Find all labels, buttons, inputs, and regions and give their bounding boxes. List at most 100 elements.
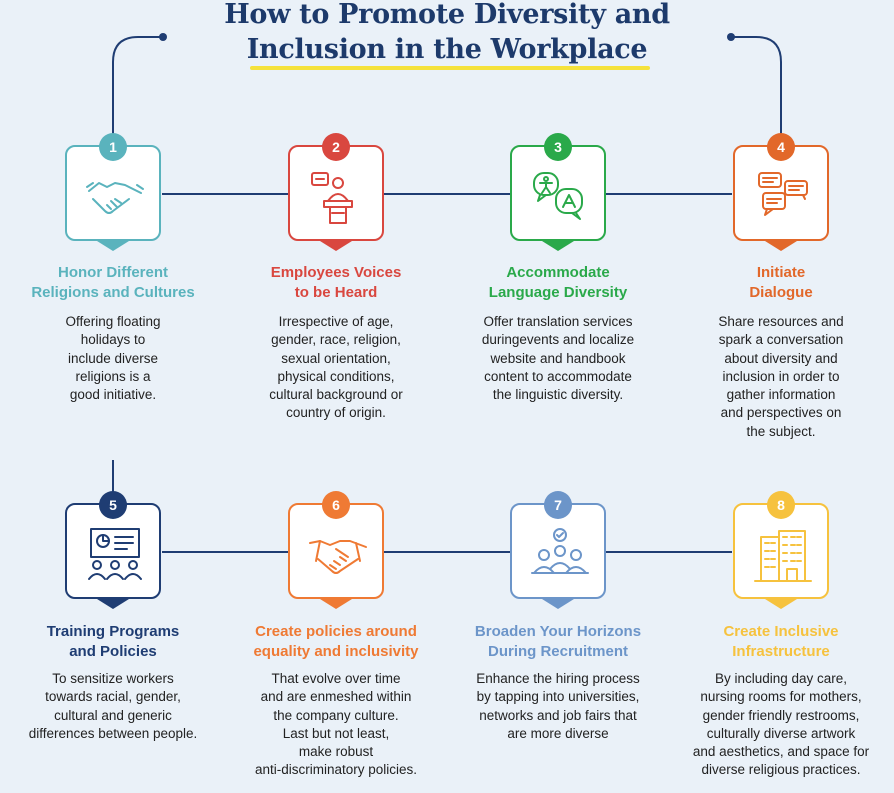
step-heading-line: Initiate [756,264,806,281]
step-description: By including day care, nursing rooms for … [669,670,893,780]
step-description-line: nursing rooms for mothers, [700,689,862,705]
step-description-line: and aesthetics, and space for [692,744,870,760]
card-pointer [320,241,352,251]
step-description-line: Last but not least, [282,725,390,741]
recruitment-icon [531,528,589,574]
step-description-line: cultural and generic [54,707,172,723]
step-description: Irrespective of age,gender, race, religi… [224,313,448,423]
step-description: Share resources and spark a conversation a… [669,313,893,441]
step-description-line: religions is a [75,368,151,384]
step-number-badge: 2 [322,133,350,161]
step-description-line: by tapping into universities, [476,689,640,705]
building-icon [754,530,812,582]
card-pointer [320,599,352,609]
connector-hook-right [732,36,782,135]
step-card-4 [733,145,829,241]
step-description-line: content to accommodate [484,368,632,384]
step-description-line: spark a conversation [718,332,844,348]
step-heading-line: Employees Voices [270,264,402,281]
step-description-line: By including day care, [714,671,848,686]
step-heading-line: and Policies [69,643,157,660]
title-underline [250,66,650,70]
step-card-3 [510,145,606,241]
step-description-line: the subject. [746,423,816,439]
step-heading-line: Language Diversity [488,284,628,301]
step-description-line: inclusion in order to [722,368,840,384]
step-description: Enhance the hiring process by tapping int… [446,670,670,743]
connector-dot-right [727,33,735,41]
step-description-line: website and handbook [490,350,626,366]
step-description: Offering floating holidays to include dive… [1,313,225,404]
step-description-line: cultural background or [269,387,403,403]
card-pointer [765,241,797,251]
step-card-5 [65,503,161,599]
step-heading-line: Dialogue [749,284,813,301]
card-pointer [97,241,129,251]
step-description-line: good initiative. [69,387,157,403]
step-description-line: anti-discriminatory policies. [254,762,418,778]
step-heading-line: equality and inclusivity [253,643,419,660]
step-heading-line: Infrastructure [732,643,830,660]
step-heading-line: Broaden Your Horizons [474,623,642,640]
step-card-2 [288,145,384,241]
step-heading-line: Create Inclusive [723,623,839,640]
step-description-line: physical conditions, [277,368,395,384]
step-description-line: and perspectives on [720,405,842,421]
step-description-line: the linguistic diversity. [492,387,624,403]
step-description-line: Irrespective of age, [278,314,394,329]
handshake-icon [86,182,144,214]
step-heading-line: Religions and Cultures [31,284,195,301]
step-number-badge: 1 [99,133,127,161]
step-description-line: culturally diverse artwork [706,725,856,741]
step-description-line: diverse religious practices. [701,762,861,778]
step-description-line: sexual orientation, [281,350,391,366]
step-description-line: Enhance the hiring process [476,671,640,686]
step-card-8 [733,503,829,599]
card-pointer [97,599,129,609]
page-title-line2: Inclusion in the Workplace [246,34,648,65]
step-number-badge: 8 [767,491,795,519]
step-description-line: include diverse [67,350,159,366]
step-description-line: differences between people. [28,725,198,741]
step-heading-line: Accommodate [506,264,610,281]
step-description-line: about diversity and [724,350,838,366]
step-card-1 [65,145,161,241]
step-description-line: duringevents and localize [481,332,635,348]
step-heading-line: Honor Different [58,264,168,281]
step-heading-line: Create policies around [255,623,417,640]
step-card-7 [510,503,606,599]
step-number-badge: 4 [767,133,795,161]
step-heading: Training Programs and Policies [1,622,225,662]
step-description-line: Share resources and [718,314,844,329]
step-description-line: the company culture. [273,707,399,723]
step-description-line: To sensitize workers [52,671,174,686]
card-pointer [765,599,797,609]
step-number-badge: 7 [544,491,572,519]
card-pointer [542,599,574,609]
step-description-line: country of origin. [286,405,386,421]
step-description-line: holidays to [80,332,146,348]
step-description-line: Offering floating [65,314,161,329]
step-number-badge: 3 [544,133,572,161]
step-heading: Create policies around equality and inclu… [224,622,448,662]
speaker-podium-icon [311,172,353,224]
agreement-handshake-icon [309,540,367,574]
step-description-line: Offer translation services [483,314,633,329]
step-heading-line: Training Programs [46,623,180,640]
step-description-line: towards racial, gender, [45,689,181,705]
step-number-badge: 6 [322,491,350,519]
page-title-line1: How to Promote Diversity and [224,0,670,30]
presentation-icon [88,528,142,580]
step-description-line: networks and job fairs that [479,707,637,723]
translation-icon [533,172,583,220]
step-description: Offer translation services duringevents a… [446,313,670,404]
step-number-badge: 5 [99,491,127,519]
